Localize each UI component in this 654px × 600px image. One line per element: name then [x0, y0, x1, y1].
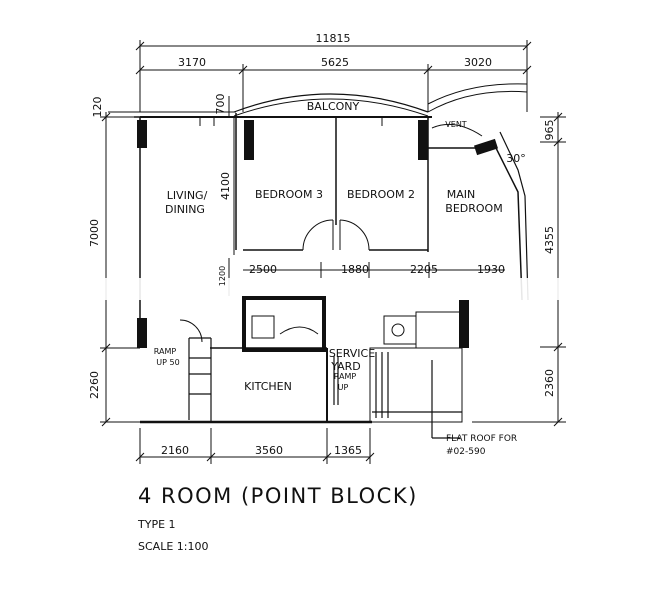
room-balcony: BALCONY — [307, 100, 360, 113]
ramp-right-line2: UP — [338, 383, 349, 392]
window-marks — [199, 118, 383, 126]
dim-bottom-1: 2160 — [161, 444, 189, 457]
flat-roof-note-line1: FLAT ROOF FOR — [446, 434, 517, 444]
wall-columns — [137, 120, 499, 348]
room-service-line1: SERVICE — [329, 347, 375, 360]
walls — [108, 111, 529, 348]
room-main-bedroom-line1: MAIN — [447, 188, 476, 201]
bathroom — [242, 296, 326, 352]
flat-roof-note-line2: #02-590 — [446, 447, 486, 457]
plan-title: 4 ROOM (POINT BLOCK) — [138, 484, 418, 508]
dim-bottom-3: 1365 — [334, 444, 362, 457]
title-block: 4 ROOM (POINT BLOCK) TYPE 1 SCALE 1:100 — [138, 484, 418, 553]
balcony-outline — [233, 83, 528, 117]
dim-right-1: 965 — [543, 120, 556, 141]
plan-type: TYPE 1 — [138, 518, 176, 531]
dim-mid-4: 1930 — [477, 263, 505, 276]
room-bedroom-3: BEDROOM 3 — [255, 188, 323, 201]
dim-overall: 11815 — [316, 32, 351, 45]
ramp-left-line1: RAMP — [154, 347, 177, 356]
dim-right-2: 4355 — [543, 226, 556, 254]
dim-right-3: 2360 — [543, 369, 556, 397]
dim-angle: 30° — [506, 152, 526, 165]
dim-left-2: 7000 — [88, 219, 101, 247]
door-swings — [179, 123, 483, 343]
washed-out-band — [0, 278, 654, 300]
dim-bottom-2: 3560 — [255, 444, 283, 457]
dim-left-small: 700 — [214, 94, 227, 115]
room-bedroom-2: BEDROOM 2 — [347, 188, 415, 201]
dim-bedroom-height: 4100 — [219, 172, 232, 200]
dim-top-2: 5625 — [321, 56, 349, 69]
dim-mid-2: 1880 — [341, 263, 369, 276]
room-living-line2: DINING — [165, 203, 205, 216]
dim-left-3: 2260 — [88, 371, 101, 399]
dim-top-3: 3020 — [464, 56, 492, 69]
dim-mid-small: 1200 — [218, 266, 227, 286]
plan-scale: SCALE 1:100 — [138, 540, 209, 553]
room-service-line2: YARD — [330, 360, 361, 373]
room-kitchen: KITCHEN — [244, 380, 292, 393]
dim-top-1: 3170 — [178, 56, 206, 69]
kitchen-area — [140, 311, 463, 439]
dim-mid-1: 2500 — [249, 263, 277, 276]
dim-left-1: 120 — [91, 97, 104, 118]
dim-mid-3: 2205 — [410, 263, 438, 276]
room-living-line1: LIVING/ — [167, 189, 208, 202]
room-main-bedroom-line2: BEDROOM — [445, 202, 502, 215]
vent-label: VENT — [445, 120, 467, 129]
ramp-right-line1: RAMP — [334, 372, 357, 381]
ramp-left-line2: UP 50 — [156, 358, 179, 367]
